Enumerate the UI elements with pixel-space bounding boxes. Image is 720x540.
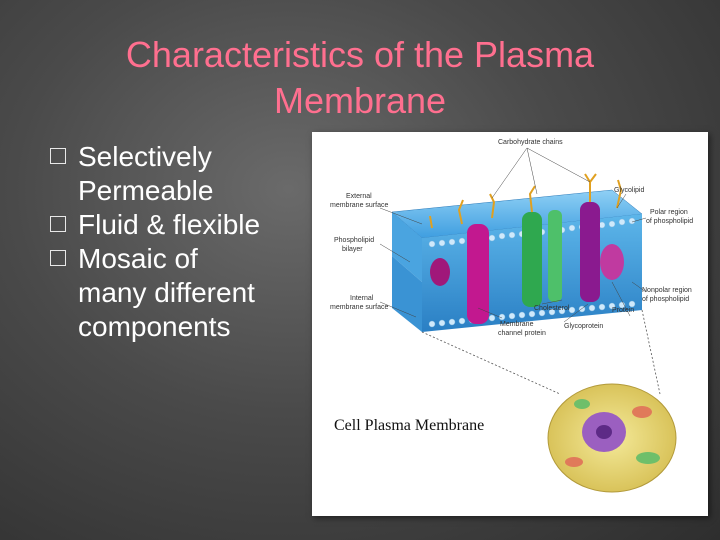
bullet-text: Mosaic of xyxy=(78,243,198,274)
slide-title: Characteristics of the Plasma Membrane xyxy=(40,32,680,124)
protein xyxy=(430,258,450,286)
label-polar-1: Polar region xyxy=(650,209,688,216)
glycoprotein xyxy=(580,202,600,302)
protein xyxy=(600,244,624,280)
label-external: External xyxy=(346,193,372,200)
bullet-text: many different xyxy=(78,277,255,308)
figure-caption: Cell Plasma Membrane xyxy=(334,417,484,434)
membrane-bottom-surface xyxy=(392,256,422,332)
bullet-box-icon xyxy=(50,216,66,232)
bullet-item: Selectively Permeable xyxy=(50,140,310,208)
label-protein: Protein xyxy=(612,307,634,314)
channel-protein xyxy=(467,224,489,324)
bullet-item: Fluid & flexible xyxy=(50,208,310,242)
leader-lines xyxy=(379,147,647,323)
title-line-1: Characteristics of the Plasma xyxy=(125,34,595,75)
bullet-text: components xyxy=(78,311,231,342)
bullet-text: Selectively xyxy=(78,141,212,172)
label-phospholipid-2: bilayer xyxy=(342,246,363,253)
label-nonpolar-2: of phospholipid xyxy=(642,296,689,303)
membrane-outer-face xyxy=(392,212,422,282)
cell-illustration xyxy=(547,383,677,493)
bullet-item: Mosaic of many different components xyxy=(50,242,310,344)
label-glycoprotein: Glycoprotein xyxy=(564,323,603,330)
protein xyxy=(522,212,542,307)
label-internal-1: Internal xyxy=(350,295,374,302)
bullet-text: Permeable xyxy=(78,175,214,206)
membrane-proteins xyxy=(430,202,624,324)
label-glycolipid: Glycolipid xyxy=(614,187,644,194)
label-internal-2: membrane surface xyxy=(330,304,388,311)
carbohydrate-chains xyxy=(429,173,623,229)
label-external-2: membrane surface xyxy=(330,202,388,209)
bullet-box-icon xyxy=(50,250,66,266)
bullet-list: Selectively Permeable Fluid & flexible M… xyxy=(50,140,310,344)
zoom-lines xyxy=(421,309,661,395)
membrane-diagram: Carbohydrate chains External membrane su… xyxy=(330,139,693,493)
label-channel-1: Membrane xyxy=(500,321,534,328)
protein xyxy=(548,210,562,302)
label-cholesterol: Cholesterol xyxy=(534,305,570,312)
label-channel-2: channel protein xyxy=(498,330,546,337)
label-nonpolar-1: Nonpolar region xyxy=(642,287,692,294)
label-carbohydrate: Carbohydrate chains xyxy=(498,139,563,146)
membrane-figure: Carbohydrate chains External membrane su… xyxy=(312,132,708,516)
label-phospholipid-1: Phospholipid xyxy=(334,237,374,244)
title-line-2: Membrane xyxy=(273,80,447,121)
bullet-text: Fluid & flexible xyxy=(78,209,261,240)
label-polar-2: of phospholipid xyxy=(646,218,693,225)
bullet-box-icon xyxy=(50,148,66,164)
